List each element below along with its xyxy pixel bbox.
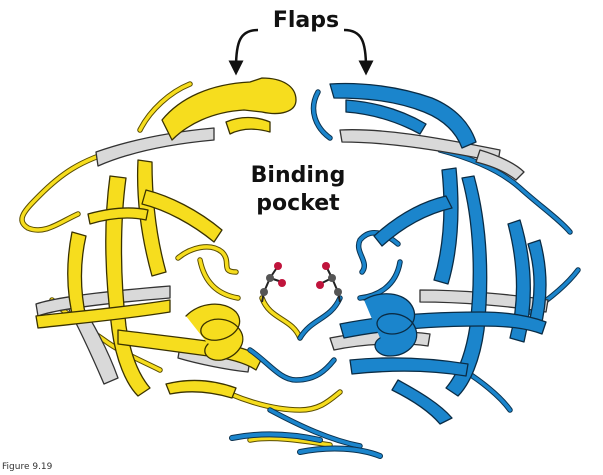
binding-pocket-line1: Binding	[250, 163, 346, 188]
monomer-b-ribbon	[229, 82, 581, 459]
active-site-right	[316, 262, 342, 303]
binding-pocket-label: Binding pocket	[228, 162, 368, 218]
active-site-left	[260, 262, 286, 303]
flaps-arrows	[228, 28, 374, 76]
flaps-label: Flaps	[272, 8, 340, 33]
right-flap-arrow	[343, 28, 374, 76]
figure-number: Figure 9.19	[2, 462, 53, 472]
binding-pocket-line2: pocket	[256, 191, 340, 216]
monomer-a-ribbon	[19, 77, 343, 448]
left-flap-arrow	[228, 28, 259, 76]
